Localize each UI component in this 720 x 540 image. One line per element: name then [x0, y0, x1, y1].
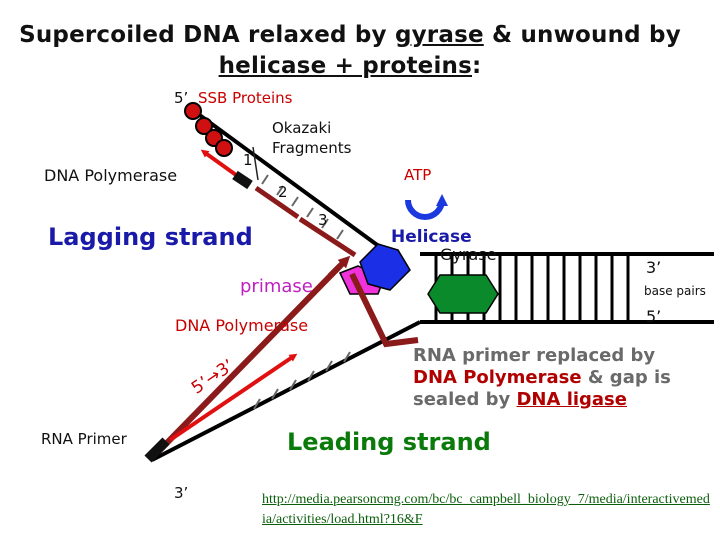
okazaki-fragments	[200, 146, 357, 258]
label-helicase: Helicase	[391, 227, 472, 247]
title-line-2: helicase + proteins:	[0, 51, 700, 82]
note-line-2: DNA Polymerase & gap is	[413, 367, 713, 389]
gyrase-enzyme	[427, 274, 499, 314]
lagging-rungs	[261, 174, 344, 240]
source-link[interactable]: http://media.pearsoncmg.com/bc/bc_campbe…	[262, 492, 710, 527]
leading-rungs	[253, 351, 351, 410]
note-line-1: RNA primer replaced by	[413, 345, 656, 366]
label-okazaki-fragments: Okazaki Fragments	[272, 118, 351, 158]
label-5prime-top: 5’	[174, 89, 189, 107]
label-rna-primer: RNA Primer	[41, 430, 127, 448]
label-base-pairs: base pairs	[644, 284, 706, 298]
okazaki-fragment-2	[254, 185, 300, 220]
okazaki-fragment-3	[298, 216, 357, 258]
helicase-enzyme	[359, 243, 411, 291]
title-helicase-proteins: helicase + proteins	[218, 53, 472, 79]
label-leading-strand: Leading strand	[287, 428, 491, 456]
leading-strand-to-fork	[349, 272, 419, 348]
label-lagging-strand: Lagging strand	[48, 223, 253, 251]
label-number-3: 3	[318, 211, 328, 229]
label-5prime-right: 5’	[646, 307, 662, 326]
new-dna-arrow	[168, 353, 298, 442]
note-dna-polymerase: DNA Polymerase	[413, 367, 582, 388]
label-ssb-proteins: SSB Proteins	[198, 89, 293, 107]
note-dna-ligase: DNA ligase	[516, 389, 627, 410]
ssb-proteins	[184, 102, 233, 157]
label-atp: ATP	[404, 166, 432, 184]
label-dna-polymerase-mid: DNA Polymerase	[175, 316, 309, 335]
okazaki-line-1: Okazaki	[272, 119, 332, 137]
parental-dna-ladder	[420, 252, 714, 324]
rna-primer-block	[144, 437, 170, 463]
note-sealed-by: sealed by	[413, 389, 517, 410]
label-dna-polymerase-top: DNA Polymerase	[44, 166, 178, 185]
diagram-title: Supercoiled DNA relaxed by gyrase & unwo…	[0, 20, 700, 82]
label-number-2: 2	[278, 183, 288, 201]
label-gyrase: Gyrase	[440, 245, 497, 264]
title-gyrase: gyrase	[394, 22, 484, 48]
atp-rotation-arrow	[405, 194, 448, 220]
okazaki-line-2: Fragments	[272, 139, 352, 157]
okazaki-fragment-1-primer	[232, 170, 253, 190]
label-3prime-right: 3’	[646, 258, 662, 277]
title-line-1: Supercoiled DNA relaxed by gyrase & unwo…	[0, 20, 700, 51]
label-primase: primase	[240, 276, 313, 297]
lagging-template-strand	[188, 106, 397, 260]
title-text-2: & unwound by	[483, 22, 681, 48]
label-number-1: 1	[243, 151, 253, 169]
okazaki-pointer	[252, 146, 259, 181]
primer-replacement-note: RNA primer replaced by DNA Polymerase & …	[413, 345, 713, 411]
note-line-3: sealed by DNA ligase	[413, 389, 713, 411]
note-gap-text: & gap is	[581, 367, 671, 388]
title-text-1: Supercoiled DNA relaxed by	[19, 22, 395, 48]
label-3prime-bottom: 3’	[174, 484, 189, 502]
leading-strand	[144, 255, 421, 463]
title-colon: :	[472, 53, 482, 79]
